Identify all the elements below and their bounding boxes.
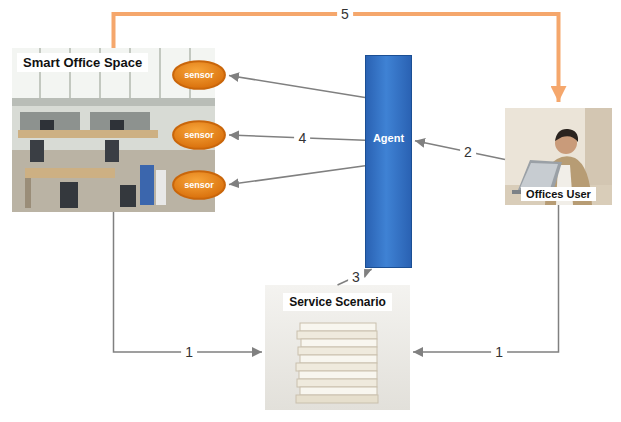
flow-arrow <box>114 212 263 352</box>
office-space-photo: sensor sensor sensor Smart Office Space <box>12 48 215 212</box>
flow-arrow <box>229 166 365 185</box>
sensor-ellipse: sensor <box>172 170 226 200</box>
callout-number: 4 <box>295 130 311 146</box>
node-label: sensor <box>184 180 214 190</box>
flow-arrow <box>413 205 559 352</box>
office-photo <box>12 48 215 212</box>
feedback-arrow <box>114 14 559 102</box>
document-stack-photo <box>265 285 410 410</box>
sensor-ellipse: sensor <box>172 120 226 150</box>
node-label: sensor <box>184 130 214 140</box>
service-scenario-photo: Service Scenario <box>265 285 410 410</box>
flow-arrow <box>338 269 372 285</box>
flow-arrow <box>229 75 365 97</box>
callout-number: 3 <box>348 269 364 285</box>
node-label: Agent <box>373 132 404 144</box>
office-user-photo: Offices User <box>505 108 612 205</box>
callout-number: 1 <box>491 344 507 360</box>
callout-number: 5 <box>337 6 353 22</box>
node-label: Service Scenario <box>283 293 392 311</box>
user-photo <box>505 108 612 205</box>
node-label: Smart Office Space <box>17 53 148 72</box>
node-label: sensor <box>184 70 214 80</box>
callout-number: 1 <box>181 344 197 360</box>
callout-number: 2 <box>460 144 476 160</box>
sensor-ellipse: sensor <box>172 60 226 90</box>
node-label: Offices User <box>521 187 596 201</box>
flow-arrow <box>415 141 505 160</box>
agent-bar: Agent <box>365 55 412 268</box>
